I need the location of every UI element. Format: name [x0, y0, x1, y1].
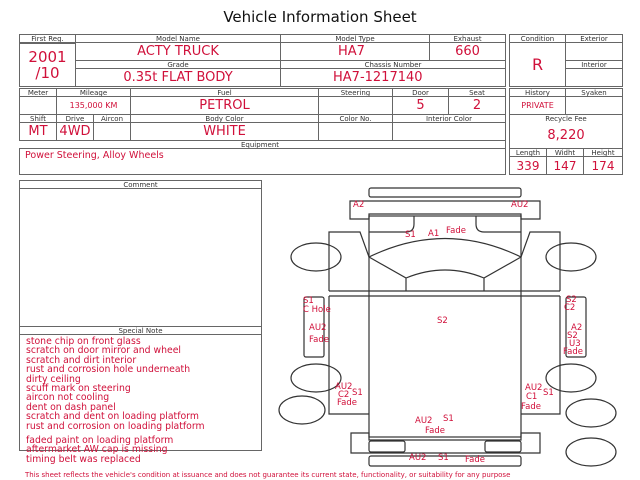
rear-light-right	[484, 440, 522, 453]
damage-mark: AU2	[511, 200, 528, 210]
wheel-extra-right	[565, 437, 617, 467]
wheel-spare-left	[278, 395, 326, 425]
damage-mark: AU2	[525, 383, 542, 393]
note-item: scratch on door mirror and wheel	[26, 345, 182, 357]
note-item: aftermarket AW cap is missing	[26, 444, 168, 456]
damage-mark: S1	[352, 388, 363, 398]
comment-label: Comment	[19, 180, 262, 189]
left-side-strip	[303, 296, 325, 358]
damage-mark: S1	[303, 296, 314, 306]
note-item: rust and corrosion hole underneath	[26, 364, 191, 376]
damage-mark: Fade	[425, 426, 445, 436]
damage-mark: U3	[569, 339, 581, 349]
wheel-rear-left	[290, 363, 342, 393]
note-item: scratch and dirt interior	[26, 354, 137, 366]
damage-mark: A2	[571, 323, 582, 333]
damage-mark: C2	[564, 303, 575, 313]
damage-mark: S2	[566, 295, 577, 305]
damage-mark: AU2	[309, 323, 326, 333]
windshield	[368, 238, 522, 291]
fenders	[328, 231, 561, 291]
page-title: Vehicle Information Sheet	[223, 8, 417, 26]
damage-mark: AU2	[335, 382, 352, 392]
damage-mark: AU2	[409, 453, 426, 463]
front-bumper-top	[368, 187, 522, 198]
bed-lines	[329, 290, 560, 297]
chassis-value: HA7-1217140	[280, 68, 506, 87]
cab-corners	[369, 216, 521, 233]
bed-sides	[328, 296, 561, 415]
damage-mark: S1	[405, 230, 416, 240]
cab-outline	[368, 215, 522, 438]
note-item: dent on dash panel	[26, 401, 116, 413]
damage-mark: C2	[338, 390, 349, 400]
height-value: 174	[583, 156, 623, 175]
damage-mark: S1	[543, 388, 554, 398]
damage-mark: S1	[438, 453, 449, 463]
note-item: faded paint on loading platform	[26, 435, 174, 447]
damage-mark: S2	[567, 331, 578, 341]
wheel-front-right	[545, 242, 597, 272]
damage-mark: Fade	[337, 398, 357, 408]
interior-value	[565, 68, 623, 87]
recycle-fee-label: Recycle Fee	[509, 114, 623, 123]
wheel-front-left	[290, 242, 342, 272]
wheel-rear-right	[545, 363, 597, 393]
damage-mark: Fade	[309, 335, 329, 345]
rear-bumper	[350, 432, 541, 454]
front-bumper	[349, 200, 541, 220]
damage-mark: A2	[353, 200, 364, 210]
damage-mark: Fade	[563, 347, 583, 357]
damage-mark: Fade	[446, 226, 466, 236]
rear-light-left	[368, 440, 406, 453]
first-reg-month: /10	[35, 64, 60, 82]
wheel-spare-right	[565, 398, 617, 428]
damage-mark: S2	[437, 316, 448, 326]
note-item: dirty ceiling	[26, 373, 81, 385]
special-note-label: Special Note	[19, 326, 262, 335]
note-item: scuff mark on steering	[26, 383, 131, 395]
right-side-strip	[565, 296, 587, 358]
rear-bumper-bottom	[368, 455, 522, 467]
damage-mark: AU2	[415, 416, 432, 426]
damage-mark: C1	[526, 392, 537, 402]
damage-mark: A1	[428, 229, 439, 239]
equipment-value: Power Steering, Alloy Wheels	[19, 148, 506, 175]
note-item: aircon not cooling	[26, 392, 110, 404]
note-item: scratch and dent on loading platform	[26, 411, 199, 423]
damage-mark: C Hole	[303, 305, 331, 315]
damage-mark: Fade	[465, 455, 485, 465]
note-item: stone chip on front glass	[26, 336, 141, 347]
disclaimer-footer: This sheet reflects the vehicle's condit…	[25, 471, 511, 479]
first-reg-year: 2001	[28, 48, 67, 66]
note-item: timing belt was replaced	[26, 453, 141, 465]
damage-mark: Fade	[521, 402, 541, 412]
special-note-list: stone chip on front glass scratch on doo…	[26, 336, 205, 465]
damage-mark: S1	[443, 414, 454, 424]
note-item: rust and corrosion on loading platform	[26, 420, 205, 432]
